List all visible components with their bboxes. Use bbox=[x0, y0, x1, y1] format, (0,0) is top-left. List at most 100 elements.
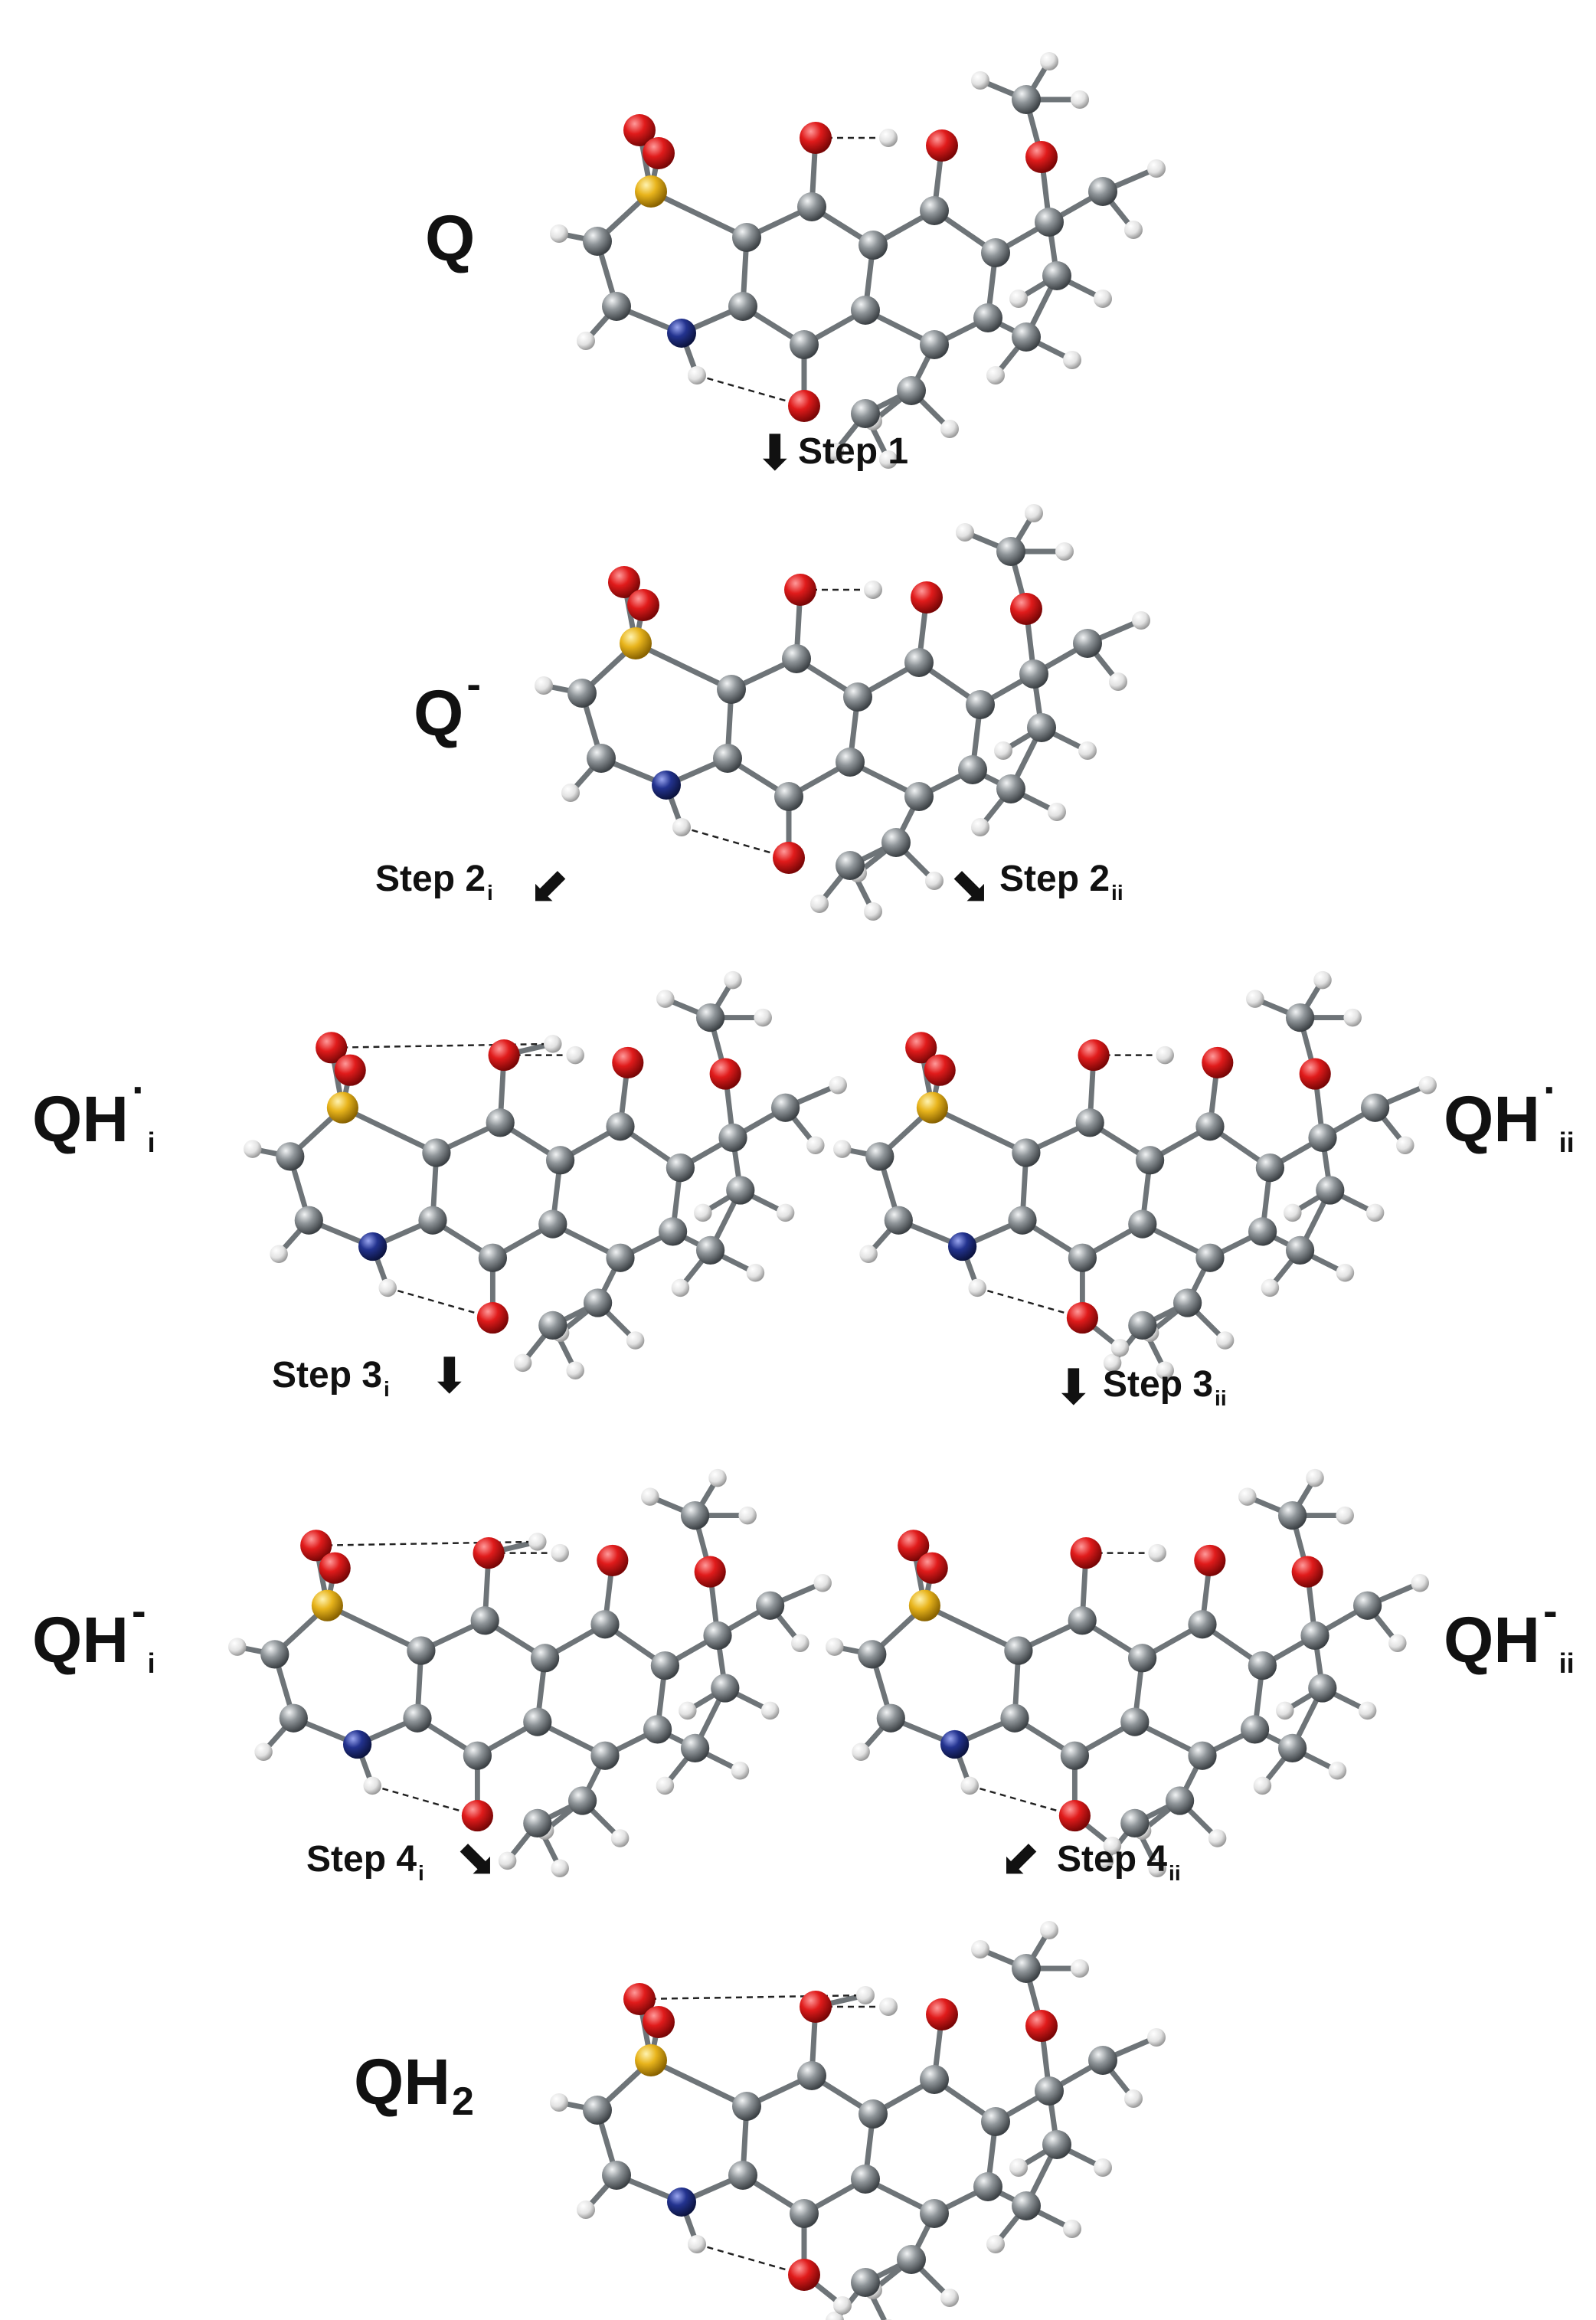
atom-C bbox=[920, 2199, 949, 2228]
atom-C bbox=[1019, 659, 1048, 689]
atom-C bbox=[680, 1500, 710, 1530]
atom-C bbox=[897, 2245, 926, 2274]
atom-O bbox=[1070, 1537, 1102, 1569]
atom-C bbox=[1128, 1209, 1157, 1239]
atom-C bbox=[1008, 1206, 1037, 1235]
atom-C bbox=[1127, 1644, 1157, 1673]
atom-C bbox=[583, 2096, 612, 2125]
atom-C bbox=[904, 782, 934, 811]
atom-H bbox=[1048, 803, 1066, 821]
atom-C bbox=[851, 2165, 880, 2194]
atom-C bbox=[1027, 713, 1056, 742]
atom-C bbox=[602, 2161, 631, 2190]
atom-C bbox=[530, 1644, 560, 1673]
atom-H bbox=[1009, 290, 1028, 308]
atom-O bbox=[597, 1544, 629, 1576]
atom-H bbox=[1156, 1361, 1174, 1379]
atom-C bbox=[897, 376, 926, 405]
atom-C bbox=[422, 1138, 451, 1167]
atom-C bbox=[478, 1243, 508, 1272]
atom-C bbox=[966, 690, 995, 719]
atom-C bbox=[523, 1808, 552, 1838]
atom-H bbox=[694, 1203, 712, 1222]
atom-C bbox=[260, 1640, 289, 1669]
atom-H bbox=[971, 1940, 989, 1958]
atom-C bbox=[1172, 1288, 1202, 1317]
atom-C bbox=[590, 1741, 620, 1770]
atom-C bbox=[1012, 85, 1041, 114]
label-QH-anion-ii: QH-ii bbox=[1444, 1586, 1575, 1679]
atom-C bbox=[1012, 322, 1041, 352]
atom-H bbox=[641, 1487, 659, 1506]
atom-C bbox=[920, 330, 949, 359]
atom-H bbox=[776, 1203, 795, 1222]
atom-H bbox=[1358, 1701, 1377, 1720]
atom-H bbox=[1148, 1543, 1166, 1562]
atom-O bbox=[1010, 593, 1042, 625]
atom-H bbox=[577, 2201, 595, 2219]
atom-C bbox=[920, 2065, 949, 2094]
atom-H bbox=[1411, 1574, 1429, 1592]
atom-C bbox=[1255, 1153, 1285, 1183]
bond bbox=[648, 188, 750, 241]
atom-C bbox=[1042, 2130, 1071, 2159]
atom-C bbox=[996, 774, 1025, 803]
atom-O bbox=[473, 1537, 505, 1569]
atom-C bbox=[1120, 1808, 1150, 1838]
atom-C bbox=[973, 303, 1002, 332]
atom-H bbox=[244, 1140, 262, 1158]
atom-H bbox=[550, 2093, 568, 2112]
atom-O bbox=[476, 1302, 509, 1334]
atom-C bbox=[713, 744, 742, 773]
atom-C bbox=[1088, 2046, 1117, 2075]
atom-H bbox=[879, 129, 898, 147]
atom-H bbox=[986, 2235, 1005, 2253]
atom-S bbox=[326, 1091, 358, 1124]
atom-H bbox=[708, 1468, 727, 1487]
atom-H bbox=[1132, 611, 1150, 630]
atom-O bbox=[1025, 141, 1058, 173]
atom-H bbox=[856, 1986, 875, 2004]
atom-O bbox=[911, 581, 943, 614]
hydrogen-bond bbox=[969, 1785, 1075, 1817]
atom-H bbox=[1365, 1203, 1385, 1222]
atom-O bbox=[627, 589, 659, 621]
atom-H bbox=[754, 1008, 772, 1027]
atom-H bbox=[1095, 1851, 1114, 1870]
atom-H bbox=[656, 990, 675, 1008]
molecule-4 bbox=[833, 970, 1437, 1379]
step-3ii-label: Step 3ii bbox=[1103, 1364, 1227, 1410]
atom-H bbox=[968, 1278, 986, 1297]
atom-H bbox=[551, 1859, 569, 1877]
atom-H bbox=[656, 1776, 675, 1795]
atom-H bbox=[879, 450, 898, 469]
atom-C bbox=[1195, 1243, 1225, 1272]
bond bbox=[339, 1104, 440, 1156]
atom-H bbox=[826, 1638, 844, 1656]
atom-C bbox=[403, 1703, 432, 1733]
atom-C bbox=[294, 1206, 323, 1235]
atom-H bbox=[971, 71, 989, 90]
label-Q-anion: Q- bbox=[414, 659, 481, 749]
atom-C bbox=[658, 1217, 688, 1246]
atom-C bbox=[920, 196, 949, 225]
atom-C bbox=[836, 851, 865, 880]
atom-H bbox=[254, 1742, 273, 1762]
atom-C bbox=[1060, 1741, 1090, 1770]
atom-H bbox=[806, 1136, 825, 1154]
atom-O bbox=[709, 1058, 741, 1090]
atom-H bbox=[1246, 990, 1264, 1008]
step-2ii-label: Step 2ii bbox=[999, 859, 1123, 905]
atom-C bbox=[1075, 1108, 1104, 1137]
atom-C bbox=[1012, 1954, 1041, 1983]
atom-H bbox=[513, 1353, 532, 1373]
atom-H bbox=[561, 784, 580, 802]
label-QH-anion-i: QH-i bbox=[32, 1586, 155, 1679]
atom-H bbox=[940, 2289, 959, 2307]
atom-O bbox=[926, 1998, 958, 2030]
atom-H bbox=[1094, 290, 1112, 308]
atom-H bbox=[672, 818, 691, 836]
atom-C bbox=[606, 1112, 635, 1141]
atom-H bbox=[1276, 1701, 1294, 1720]
atom-C bbox=[973, 2172, 1002, 2201]
